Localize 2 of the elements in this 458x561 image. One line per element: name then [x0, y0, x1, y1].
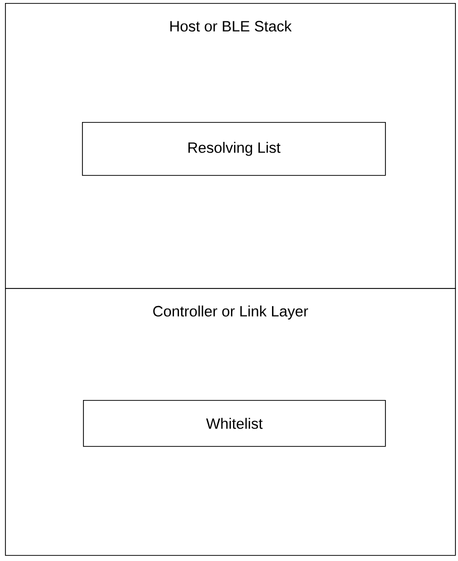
list-box: Resolving List — [82, 122, 386, 176]
list-box: Whitelist — [83, 400, 386, 447]
